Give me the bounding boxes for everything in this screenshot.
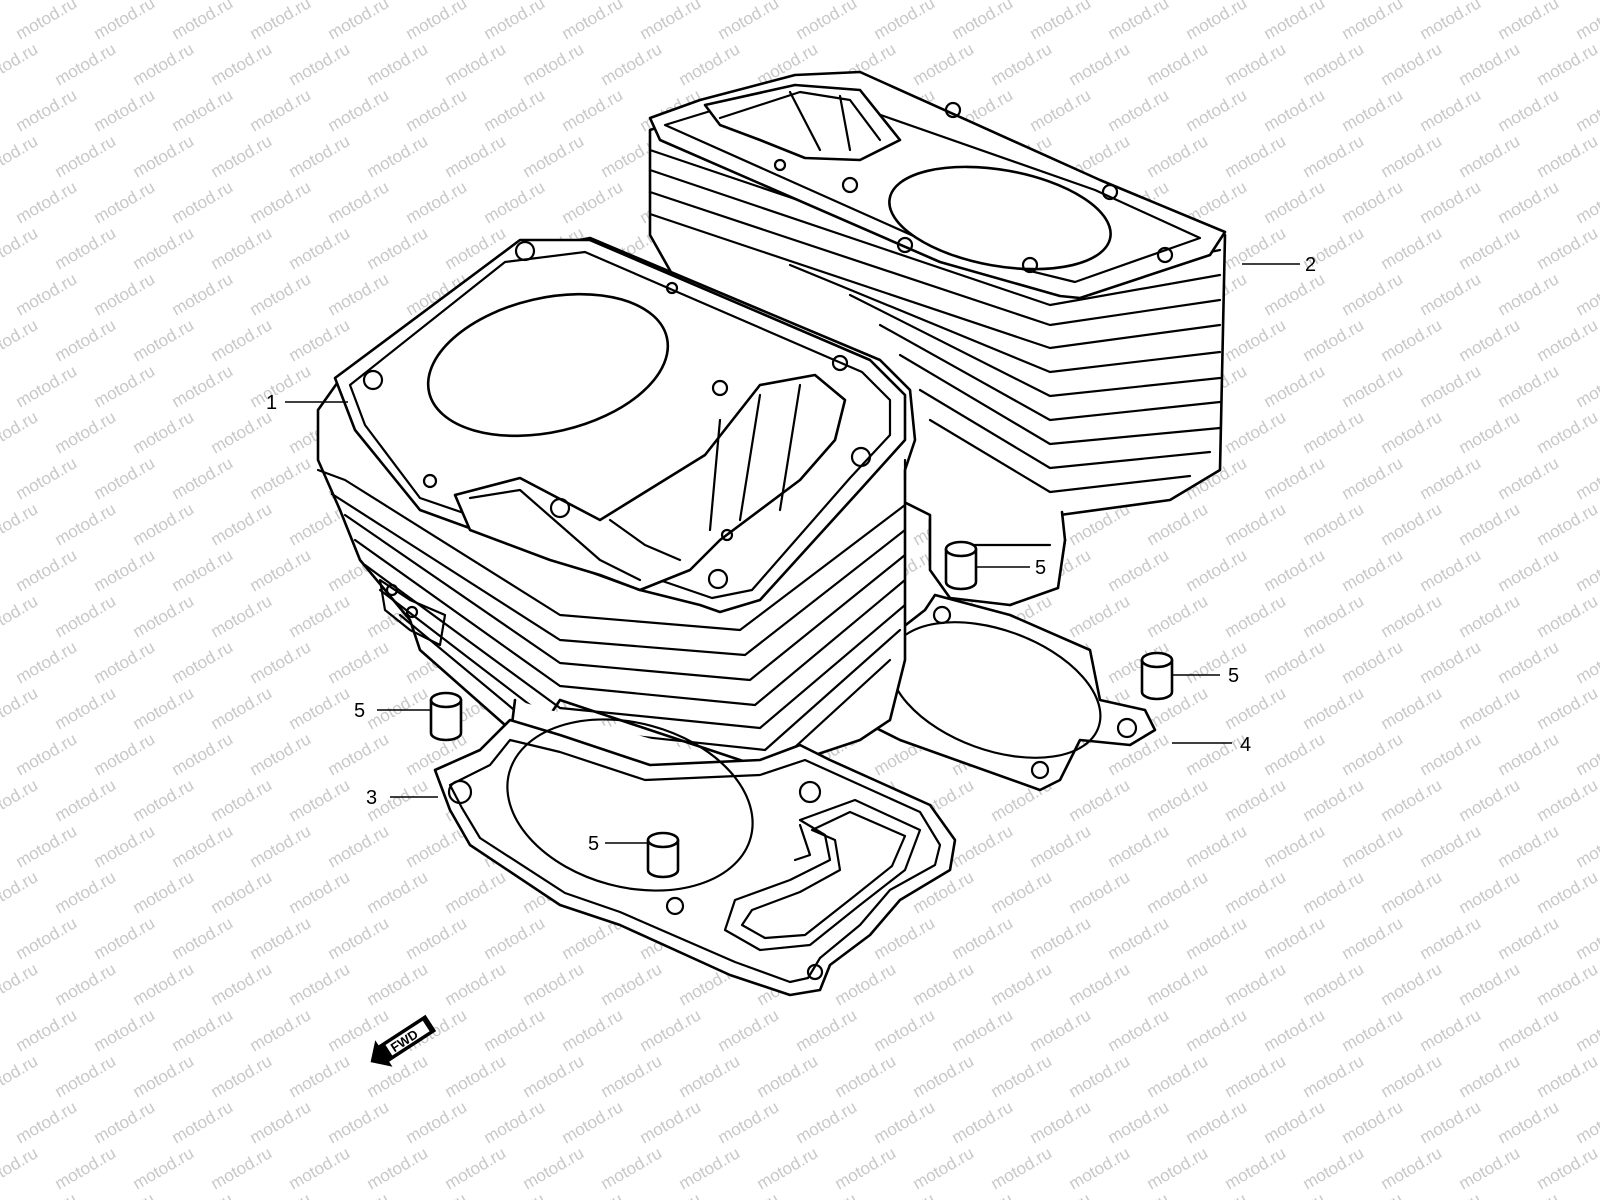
- part-5-dowel-pin-d[interactable]: [646, 831, 680, 879]
- callout-2: 2: [1305, 254, 1316, 276]
- part-5-dowel-pin-c[interactable]: [429, 691, 463, 742]
- part-3-front-base-gasket[interactable]: [433, 693, 957, 997]
- part-5-dowel-pin-a[interactable]: [944, 540, 978, 591]
- callout-4: 4: [1240, 734, 1251, 756]
- callout-3: 3: [366, 787, 377, 809]
- part-1-front-cylinder[interactable]: [316, 236, 917, 792]
- forward-direction-marker: FWD: [370, 1014, 437, 1067]
- callout-5a: 5: [1035, 557, 1046, 579]
- part-5-dowel-pin-b[interactable]: [1140, 651, 1174, 701]
- callout-5c: 5: [354, 700, 365, 722]
- callout-5b: 5: [1228, 665, 1239, 687]
- callout-1: 1: [266, 392, 277, 414]
- callout-5d: 5: [588, 833, 599, 855]
